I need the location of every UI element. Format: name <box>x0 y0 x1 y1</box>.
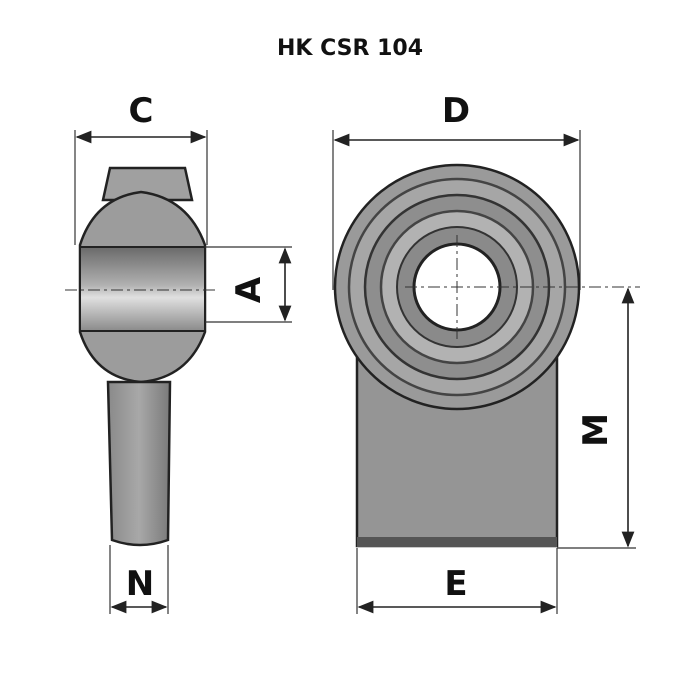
front-view: D M E <box>332 91 640 614</box>
dimension-d-label: D <box>442 91 470 131</box>
body-base-strip <box>357 537 557 547</box>
dimension-e-label: E <box>444 564 467 604</box>
shank <box>106 380 172 547</box>
dimension-c-label: C <box>129 91 154 131</box>
side-view: C A N <box>65 91 292 614</box>
bore-band <box>79 246 206 332</box>
diagram-title: HK CSR 104 <box>276 36 424 61</box>
head-nub <box>101 166 194 202</box>
dimension-n-label: N <box>126 564 154 604</box>
dimension-m-label: M <box>576 413 616 447</box>
dimension-a-label: A <box>229 276 269 303</box>
